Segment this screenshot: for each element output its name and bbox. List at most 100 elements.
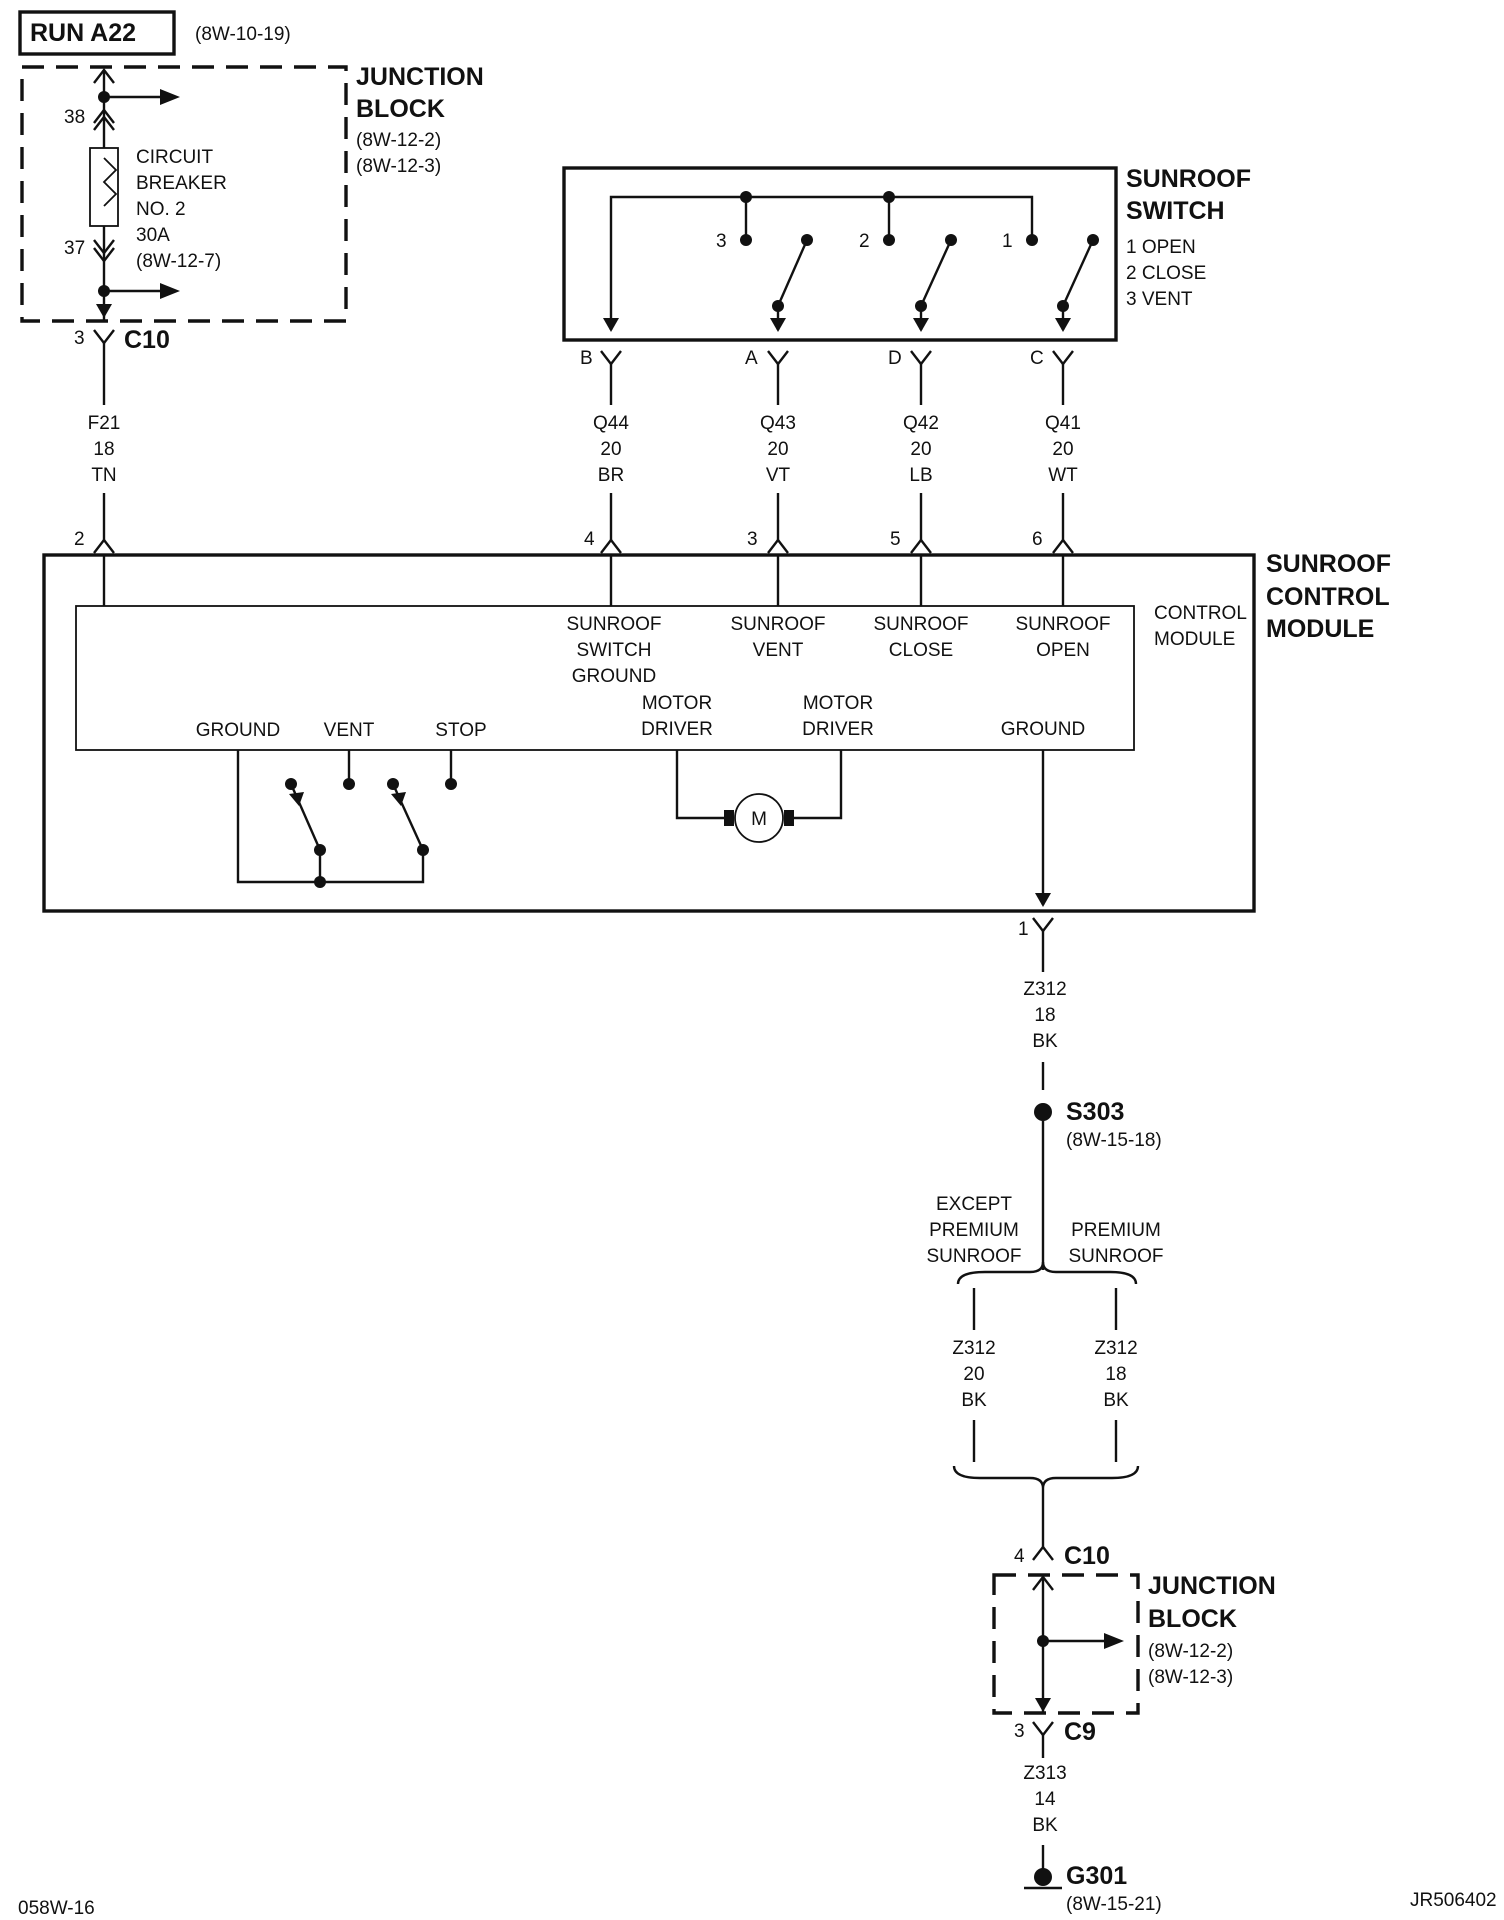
junction-block-bottom-outline [992, 1573, 1140, 1715]
label-ground-right: GROUND [1001, 719, 1085, 740]
c9-connector-symbol [1032, 1721, 1054, 1737]
ground-ref: (8W-15-21) [1066, 1894, 1162, 1915]
z312-main-circuit: Z312 [1023, 979, 1066, 1000]
branch-brace-bottom [952, 1465, 1140, 1489]
module-pin-6: 6 [1032, 529, 1043, 550]
jb-top-pin-in: 38 [64, 107, 85, 128]
switch-legend-vent: 3 VENT [1126, 289, 1193, 310]
z312-main-gauge: 18 [1034, 1005, 1055, 1026]
motor [675, 750, 843, 843]
relay-contacts [236, 750, 457, 888]
q43-circuit: Q43 [760, 413, 796, 434]
run-label-box [18, 10, 176, 56]
module-pin-4: 4 [584, 529, 595, 550]
module-title-2: CONTROL [1266, 583, 1390, 611]
branch-left-label-1: EXCEPT [936, 1194, 1012, 1215]
z313-circuit: Z313 [1023, 1763, 1066, 1784]
module-input-connectors [93, 538, 1074, 554]
branch-left-circuit: Z312 [952, 1338, 995, 1359]
sunroof-switch-box [562, 166, 1118, 342]
module-inner-label-2: MODULE [1154, 629, 1235, 650]
jb-bottom-ref-1: (8W-12-2) [1148, 1641, 1233, 1662]
breaker-ref: (8W-12-7) [136, 251, 221, 272]
q44-gauge: 20 [600, 439, 621, 460]
c10-bottom-connector: C10 [1064, 1542, 1110, 1570]
branch-left-gauge: 20 [963, 1364, 984, 1385]
breaker-rating: 30A [136, 225, 170, 246]
sunroof-switch-title-1: SUNROOF [1126, 165, 1251, 193]
z313-color: BK [1032, 1815, 1058, 1836]
label-motor-driver-1b: DRIVER [641, 719, 713, 740]
module-title-1: SUNROOF [1266, 550, 1391, 578]
footer-right: JR506402 [1410, 1890, 1497, 1911]
branch-right-label-1: PREMIUM [1071, 1220, 1161, 1241]
c10-top-pin: 3 [74, 328, 85, 349]
label-stop: STOP [435, 720, 486, 741]
module-ground-pin: 1 [1018, 919, 1029, 940]
q44-circuit: Q44 [593, 413, 629, 434]
switch-pin-b: B [580, 348, 593, 369]
module-input-lines [102, 555, 1065, 606]
switch-legend-close: 2 CLOSE [1126, 263, 1206, 284]
ground-id: G301 [1066, 1862, 1127, 1890]
f21-gauge: 18 [93, 439, 114, 460]
jb-bottom-wiring [1032, 1575, 1124, 1712]
jb-top-title-1: JUNCTION [356, 63, 484, 91]
module-ground-arrow [1035, 893, 1051, 907]
jb-top-ref-1: (8W-12-2) [356, 130, 441, 151]
footer-left: 058W-16 [18, 1898, 95, 1919]
label-motor-driver-2b: DRIVER [802, 719, 874, 740]
c10-bottom-pin: 4 [1014, 1546, 1025, 1567]
switch-contact-1: 1 [1002, 231, 1013, 252]
motor-symbol: M [751, 809, 767, 830]
switch-internal-wiring [603, 191, 1099, 332]
branch-right-gauge: 18 [1105, 1364, 1126, 1385]
label-sunroof-vent-1: SUNROOF [731, 614, 826, 635]
label-switch-ground-2: SWITCH [577, 640, 652, 661]
f21-circuit: F21 [88, 413, 121, 434]
splice-id: S303 [1066, 1098, 1124, 1126]
label-sunroof-open-2: OPEN [1036, 640, 1090, 661]
q41-circuit: Q41 [1045, 413, 1081, 434]
c10-top-connector-symbol [93, 329, 115, 345]
label-vent-relay: VENT [324, 720, 375, 741]
jb-top-title-2: BLOCK [356, 95, 445, 123]
breaker-label-1: CIRCUIT [136, 147, 213, 168]
q43-color: VT [766, 465, 791, 486]
branch-left-color: BK [961, 1390, 987, 1411]
ground-g301 [1034, 1868, 1052, 1886]
splice-s303 [1034, 1103, 1052, 1121]
label-sunroof-close-1: SUNROOF [874, 614, 969, 635]
branch-left-label-3: SUNROOF [927, 1246, 1022, 1267]
module-inner-label-1: CONTROL [1154, 603, 1247, 624]
label-sunroof-close-2: CLOSE [889, 640, 953, 661]
f21-color: TN [91, 465, 116, 486]
label-ground-left: GROUND [196, 720, 280, 741]
jb-bottom-title-2: BLOCK [1148, 1605, 1237, 1633]
run-label: RUN A22 [30, 19, 136, 47]
q42-circuit: Q42 [903, 413, 939, 434]
switch-contact-3: 3 [716, 231, 727, 252]
branch-wires [972, 1288, 1118, 1462]
control-module-outer [42, 553, 1256, 913]
q41-gauge: 20 [1052, 439, 1073, 460]
label-motor-driver-1a: MOTOR [642, 693, 712, 714]
switch-pin-a: A [745, 348, 758, 369]
switch-legend-open: 1 OPEN [1126, 237, 1196, 258]
sunroof-switch-title-2: SWITCH [1126, 197, 1225, 225]
switch-pin-d: D [888, 348, 902, 369]
q42-gauge: 20 [910, 439, 931, 460]
jb-bottom-ref-2: (8W-12-3) [1148, 1667, 1233, 1688]
c10-bottom-connector-symbol [1032, 1545, 1054, 1561]
module-pin-2: 2 [74, 529, 85, 550]
label-sunroof-vent-2: VENT [753, 640, 804, 661]
jb-top-ref-2: (8W-12-3) [356, 156, 441, 177]
switch-contact-2: 2 [859, 231, 870, 252]
splice-ref: (8W-15-18) [1066, 1130, 1162, 1151]
control-module-inner [75, 605, 1135, 751]
c10-top-connector: C10 [124, 326, 170, 354]
label-sunroof-open-1: SUNROOF [1016, 614, 1111, 635]
junction-block-top-outline [20, 65, 348, 323]
q42-color: LB [909, 465, 932, 486]
